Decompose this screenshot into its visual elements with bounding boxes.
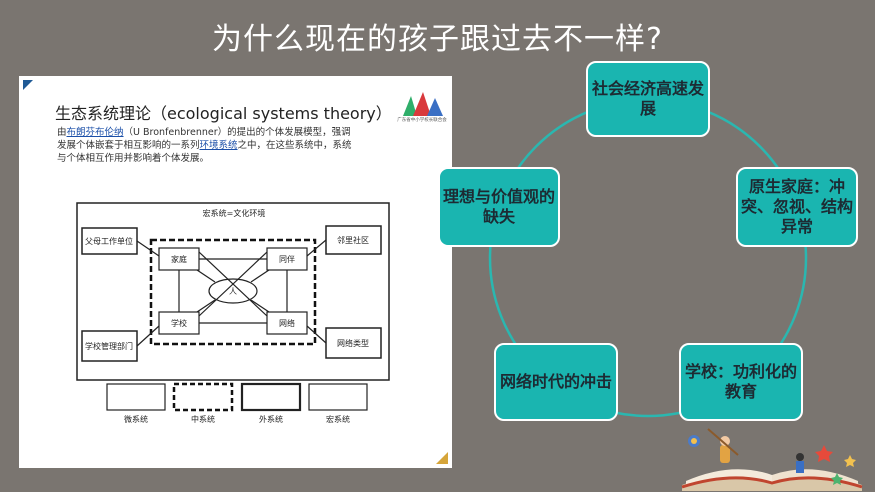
slide-title: 为什么现在的孩子跟过去不一样? [0,14,875,58]
legend-label-exo: 外系统 [259,414,283,424]
legend-micro-box [107,384,165,410]
cycle-node-school: 学校：功利化的教育 [679,343,803,421]
theory-image-panel: 生态系统理论（ecological systems theory） 由布朗芬布伦… [19,76,452,468]
legend-label-macro: 宏系统 [326,414,350,424]
label-network-type: 网络类型 [337,338,369,348]
macro-label: 宏系统=文化环境 [203,208,266,218]
cycle-node-economy: 社会经济高速发展 [586,61,710,137]
label-school-admin: 学校管理部门 [85,341,133,351]
legend-exo-box [242,384,300,410]
cycle-node-internet: 网络时代的冲击 [494,343,618,421]
legend-macro-box [309,384,367,410]
label-peer: 同伴 [279,254,295,264]
label-school: 学校 [171,318,187,328]
label-neighbor: 邻里社区 [337,235,369,245]
cycle-node-values: 理想与价值观的缺失 [438,167,560,247]
cycle-node-family: 原生家庭：冲突、忽视、结构异常 [736,167,858,247]
label-network: 网络 [279,318,295,328]
legend-label-micro: 微系统 [124,414,148,424]
book-reading-illustration [672,415,872,492]
legend-label-meso: 中系统 [191,414,215,424]
legend-meso-box [174,384,232,410]
label-parent-work: 父母工作单位 [85,236,133,246]
ecological-systems-diagram: 宏系统=文化环境 父母工作单位 邻里社区 学校管理部门 网络类型 家庭 同伴 学… [19,76,452,468]
label-family: 家庭 [171,254,187,264]
label-person: 人 [229,287,237,296]
